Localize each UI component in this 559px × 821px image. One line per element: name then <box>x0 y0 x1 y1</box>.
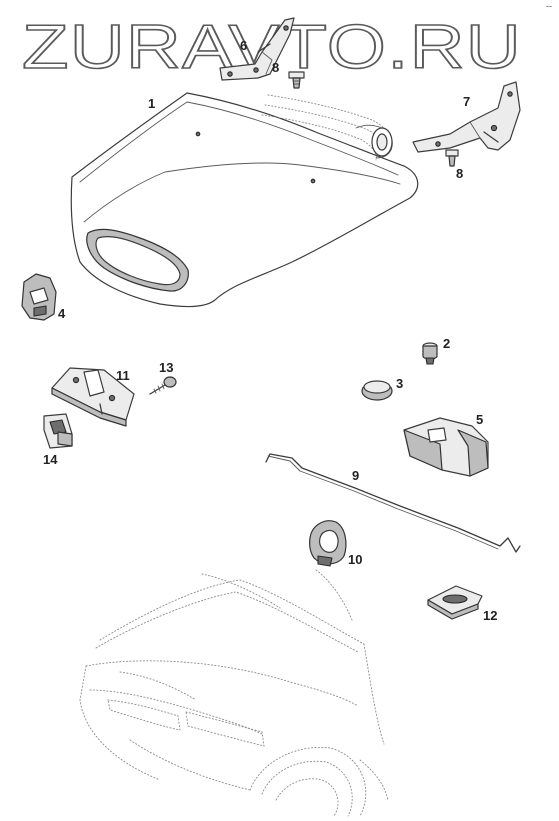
car-outline-icon <box>79 569 389 817</box>
lock-plate-icon <box>427 585 483 620</box>
plug-icon <box>361 380 393 401</box>
callout-label: 4 <box>58 306 66 321</box>
callout-label: 1 <box>148 96 155 111</box>
callout-label: 10 <box>348 552 362 567</box>
callout-label: 14 <box>43 452 58 467</box>
prop-rod-icon <box>265 453 521 553</box>
hinge-right-icon <box>412 81 521 153</box>
callout-label: 7 <box>463 94 470 109</box>
rod-holder-icon <box>309 520 347 567</box>
callout-label: 9 <box>352 468 359 483</box>
bolt-icon <box>445 149 459 167</box>
bolt-icon <box>288 71 305 89</box>
screw-icon <box>149 376 177 395</box>
latch-cover-icon <box>403 417 489 477</box>
callout-label: 11 <box>116 368 130 383</box>
callout-label: 2 <box>443 336 450 351</box>
hinge-left-icon <box>219 17 295 81</box>
callout-label: 8 <box>456 166 463 181</box>
callout-label: 5 <box>476 412 483 427</box>
callout-labels: 1 2 3 4 5 6 7 8 8 9 10 11 12 13 14 <box>43 38 497 623</box>
clip-nut-icon <box>43 413 73 449</box>
bonnet-panel-icon <box>70 92 419 308</box>
seal-strip-icon <box>261 94 393 161</box>
rubber-buffer-icon <box>21 273 57 321</box>
callout-label: 13 <box>159 360 173 375</box>
corner-mark: -- <box>546 1 552 11</box>
callout-label: 6 <box>240 38 247 53</box>
bump-stop-icon <box>422 342 438 365</box>
lock-striker-icon <box>51 367 135 427</box>
callout-label: 8 <box>272 60 279 75</box>
callout-label: 3 <box>396 376 403 391</box>
callout-label: 12 <box>483 608 497 623</box>
